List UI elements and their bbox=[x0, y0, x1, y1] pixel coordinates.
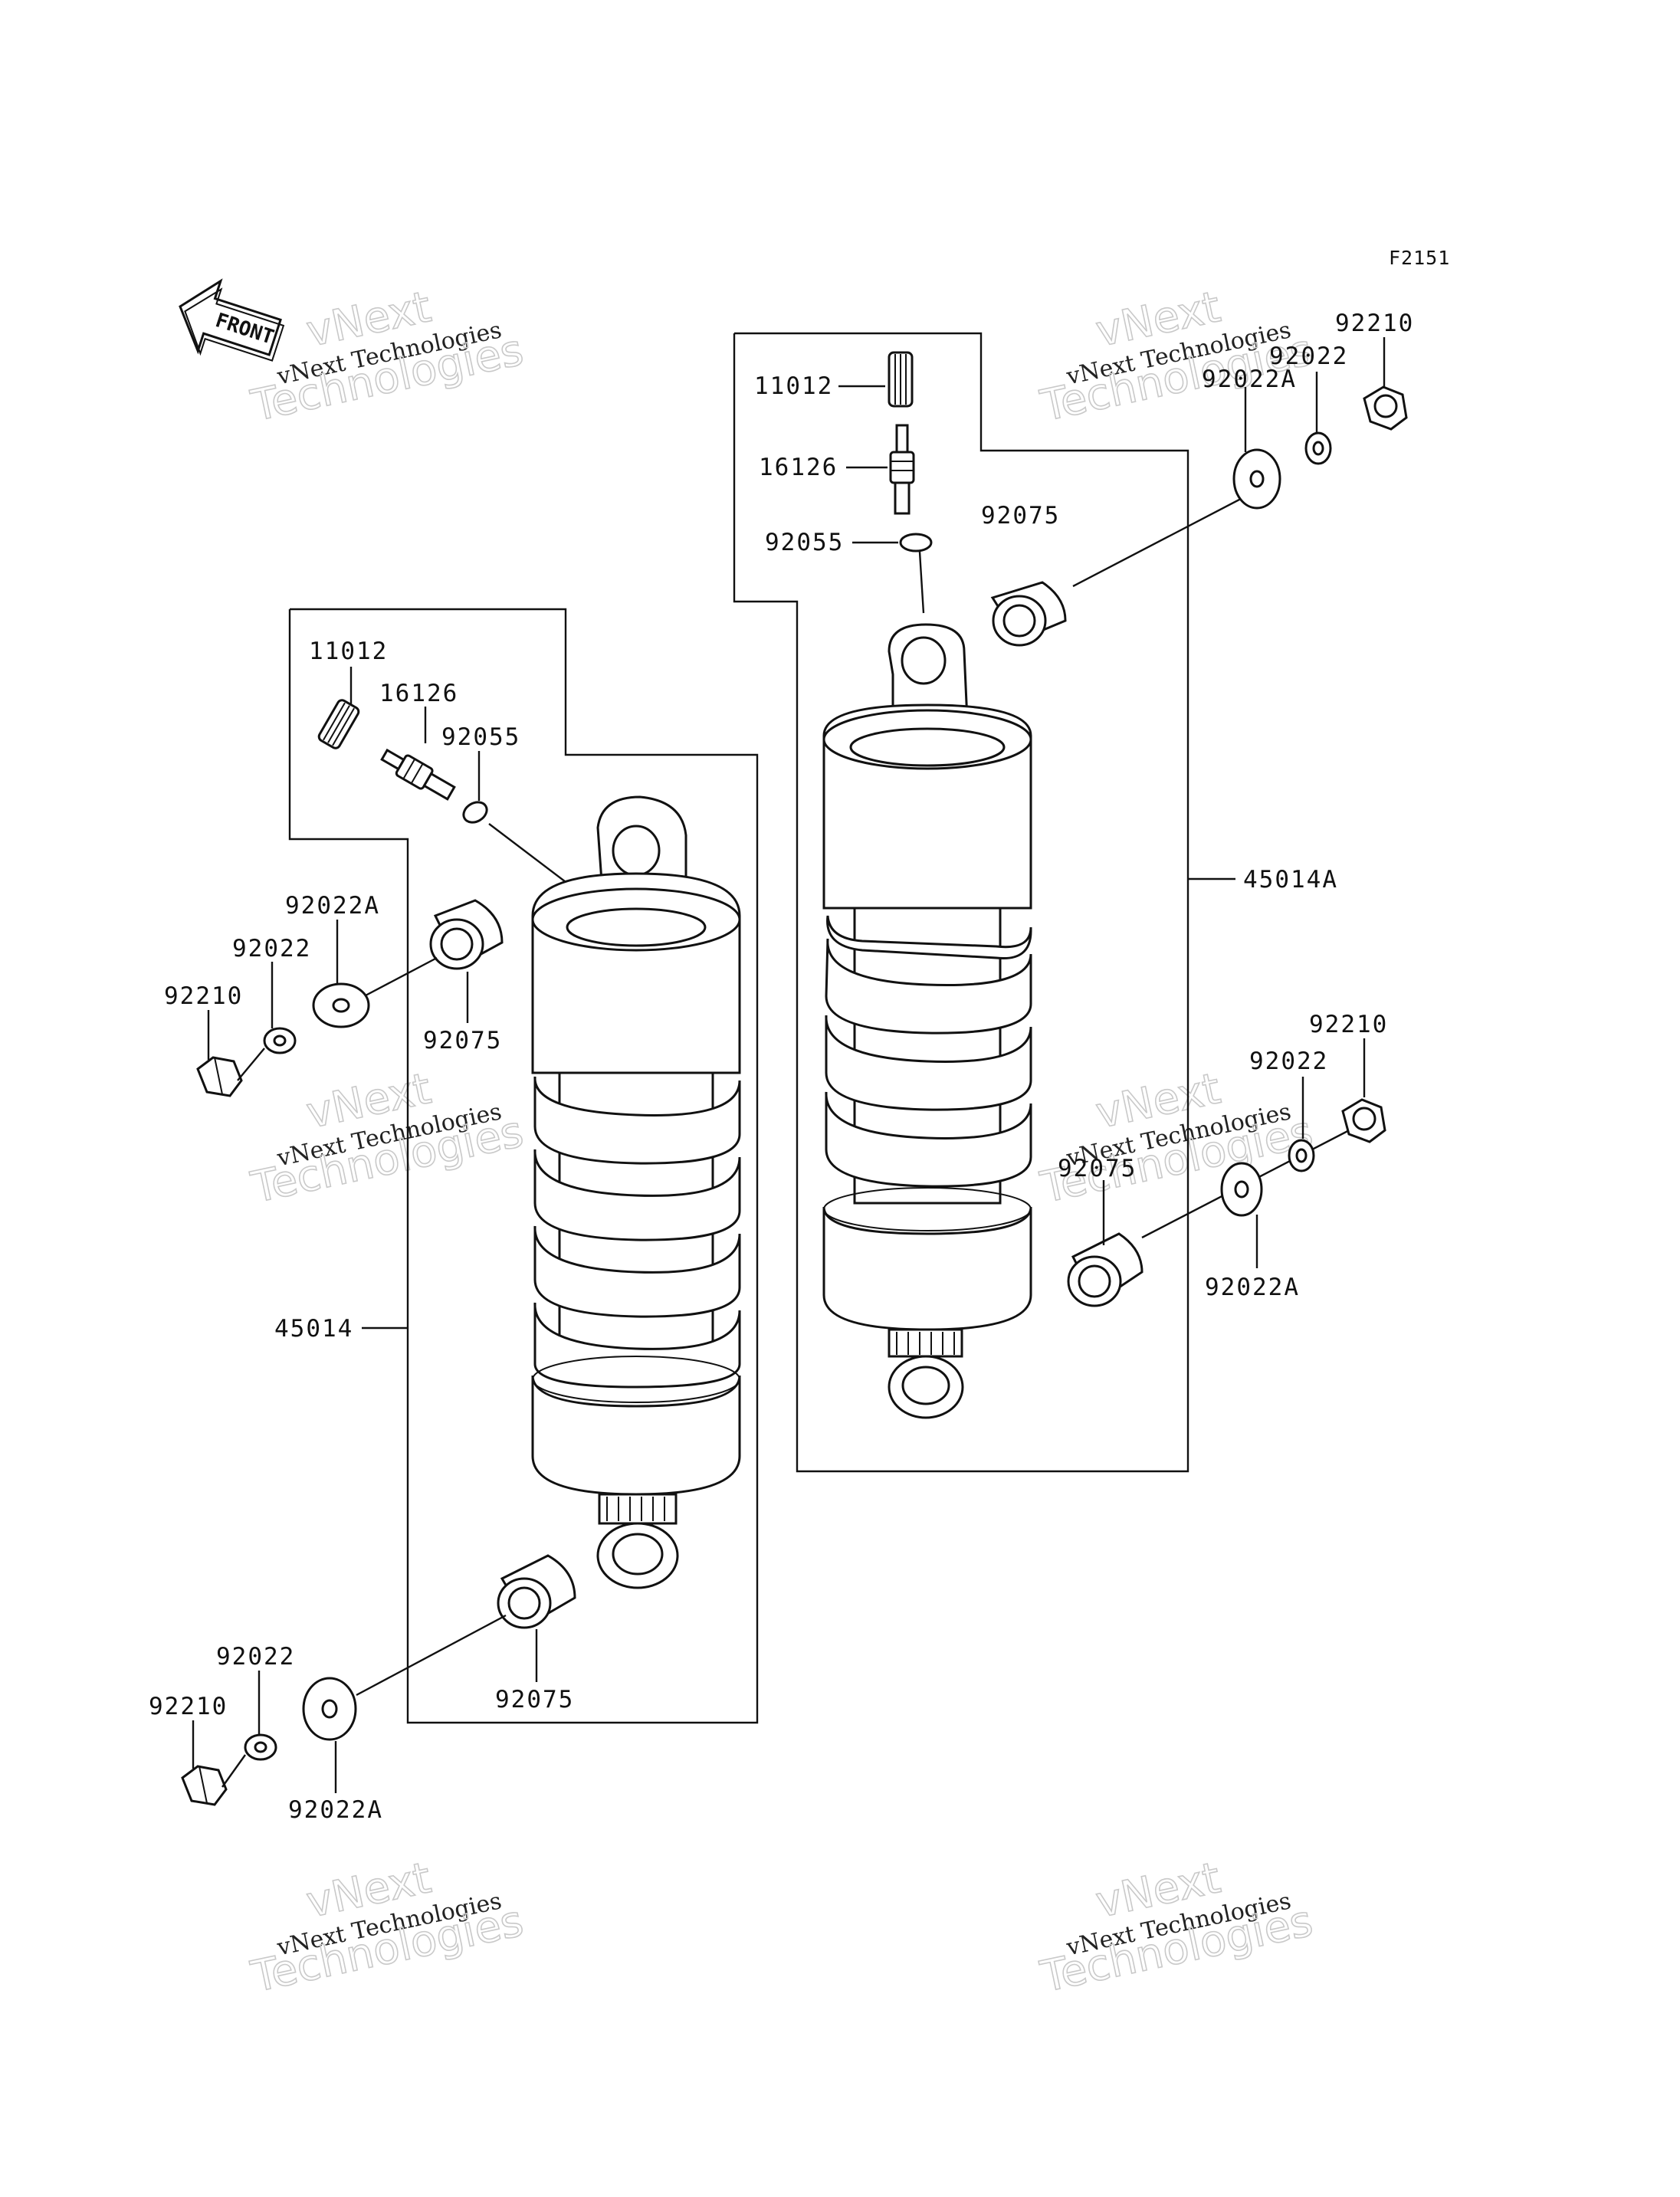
right-washer-a-bottom bbox=[1220, 1162, 1263, 1217]
left-valve-cap bbox=[317, 699, 360, 749]
left-valve bbox=[380, 748, 456, 801]
left-shock-assembly: 45014 11012 16126 92055 bbox=[149, 608, 759, 1824]
label-left-92022A-bottom: 92022A bbox=[288, 1796, 383, 1824]
right-valve bbox=[889, 424, 915, 515]
label-right-16126: 16126 bbox=[759, 454, 838, 481]
left-nut-top bbox=[196, 1056, 243, 1097]
label-right-92022A-bottom: 92022A bbox=[1205, 1274, 1300, 1301]
left-washer-top bbox=[263, 1027, 297, 1054]
left-o-ring bbox=[462, 801, 488, 824]
label-left-92022A-top: 92022A bbox=[285, 892, 380, 920]
watermark-bottom-left: vNext vNext Technologies Technologies bbox=[246, 1852, 528, 2002]
label-left-92210-bottom: 92210 bbox=[149, 1693, 228, 1720]
right-shock-absorber bbox=[822, 623, 1032, 1419]
left-collar-bottom bbox=[497, 1554, 576, 1629]
watermark-bottom-right: vNext vNext Technologies Technologies bbox=[1035, 1852, 1317, 2002]
label-right-92055: 92055 bbox=[765, 529, 844, 556]
label-left-92075-bottom: 92075 bbox=[495, 1686, 574, 1713]
right-valve-cap bbox=[888, 351, 914, 408]
watermark-mid-left: vNext vNext Technologies Technologies bbox=[246, 1063, 528, 1213]
right-collar-top bbox=[990, 581, 1067, 647]
label-45014A: 45014A bbox=[1243, 866, 1338, 894]
right-washer-bottom bbox=[1288, 1139, 1315, 1172]
left-washer-bottom bbox=[244, 1733, 277, 1761]
label-right-11012: 11012 bbox=[754, 372, 833, 400]
label-right-92022-top: 92022 bbox=[1269, 343, 1348, 370]
left-assembly-bracket bbox=[288, 608, 759, 1724]
right-o-ring bbox=[899, 533, 933, 553]
left-nut-bottom bbox=[181, 1765, 228, 1806]
right-nut-bottom bbox=[1341, 1098, 1386, 1143]
front-arrow-icon: FRONT bbox=[179, 278, 285, 362]
label-right-92075-bottom: 92075 bbox=[1058, 1155, 1137, 1182]
right-shock-assembly: 45014A 11012 16126 92055 bbox=[733, 310, 1414, 1473]
left-washer-a-bottom bbox=[302, 1677, 357, 1741]
label-left-92055: 92055 bbox=[441, 723, 520, 751]
right-collar-bottom bbox=[1067, 1232, 1144, 1307]
label-right-92022A-top: 92022A bbox=[1202, 366, 1297, 393]
label-left-92210-top: 92210 bbox=[164, 982, 243, 1010]
label-right-92022-bottom: 92022 bbox=[1249, 1048, 1328, 1075]
label-left-92075-top: 92075 bbox=[423, 1027, 502, 1054]
right-washer-a-top bbox=[1232, 448, 1281, 510]
left-collar-top bbox=[429, 899, 504, 970]
figure-code: F2151 bbox=[1389, 247, 1450, 269]
label-right-92210-top: 92210 bbox=[1335, 310, 1414, 337]
label-left-92022-top: 92022 bbox=[232, 935, 311, 962]
label-right-92075-top: 92075 bbox=[981, 502, 1060, 530]
label-left-16126: 16126 bbox=[379, 680, 458, 707]
label-45014: 45014 bbox=[274, 1315, 353, 1343]
label-right-92210-bottom: 92210 bbox=[1309, 1011, 1388, 1038]
label-left-92022-bottom: 92022 bbox=[216, 1643, 295, 1671]
left-shock-absorber bbox=[531, 795, 741, 1589]
watermark-top-left: vNext vNext Technologies Technologies bbox=[246, 281, 528, 431]
right-assembly-bracket bbox=[733, 332, 1189, 1473]
right-washer-top bbox=[1304, 431, 1332, 465]
left-washer-a-top bbox=[312, 982, 370, 1028]
label-left-11012: 11012 bbox=[309, 638, 388, 665]
right-nut-top bbox=[1363, 385, 1408, 431]
